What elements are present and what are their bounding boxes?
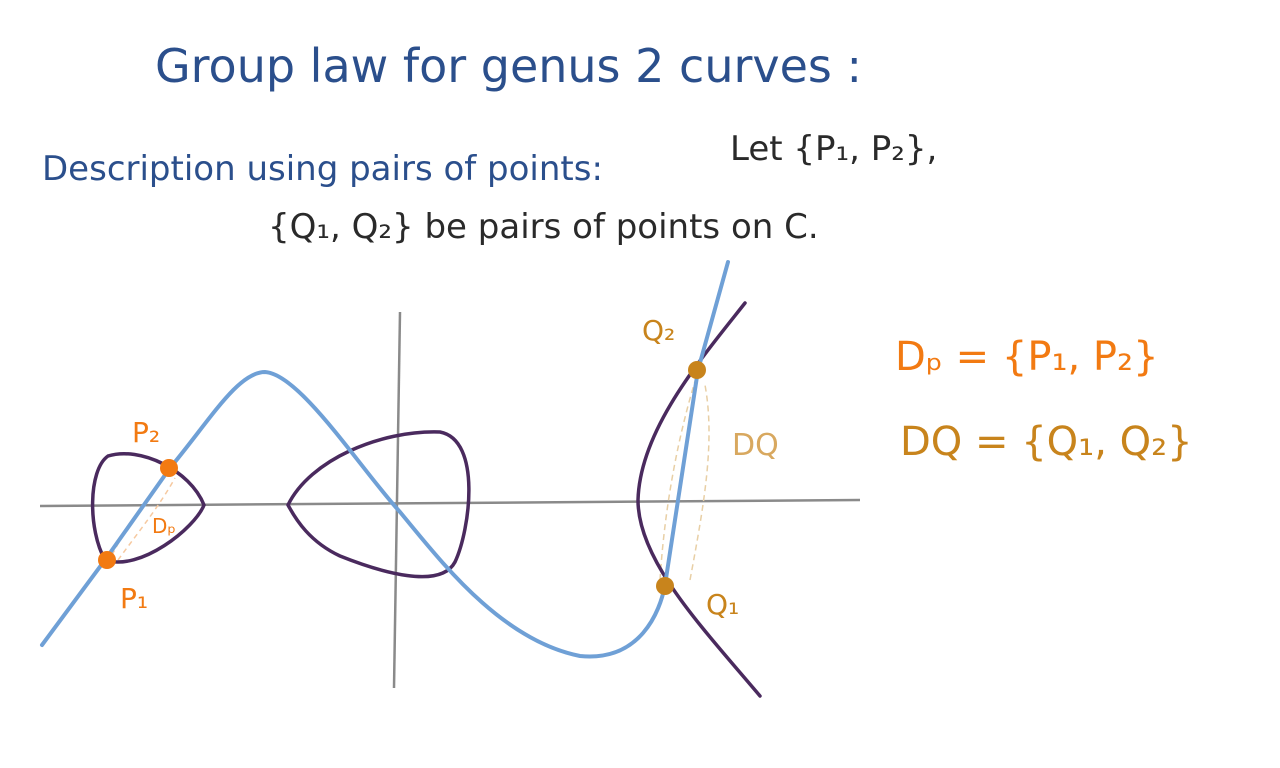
point-q1 <box>656 577 674 595</box>
definition-dq: DQ = {Q₁, Q₂} <box>900 419 1193 465</box>
label-q1: Q₁ <box>706 588 739 621</box>
point-q2 <box>688 361 706 379</box>
definition-dp: Dₚ = {P₁, P₂} <box>895 334 1159 380</box>
label-p2: P₂ <box>132 416 160 449</box>
label-dp-small: Dₚ <box>152 514 176 538</box>
curve-left-loop <box>90 451 206 564</box>
title: Group law for genus 2 curves : <box>155 39 862 93</box>
description-let: Let {P₁, P₂}, <box>730 129 937 169</box>
point-p1 <box>98 551 116 569</box>
y-axis <box>392 311 402 689</box>
curve-middle-oval <box>286 430 471 579</box>
x-axis <box>39 498 861 508</box>
label-p1: P₁ <box>120 582 148 615</box>
divisor-dq-hint <box>659 377 710 581</box>
label-q2: Q₂ <box>642 314 675 347</box>
point-p2 <box>160 459 178 477</box>
description-lead: Description using pairs of points: <box>42 149 603 189</box>
interpolating-curve <box>40 260 730 659</box>
genus-2-curve <box>90 301 762 698</box>
label-dq-small: DQ <box>732 428 779 463</box>
description-line2: {Q₁, Q₂} be pairs of points on C. <box>268 207 819 247</box>
